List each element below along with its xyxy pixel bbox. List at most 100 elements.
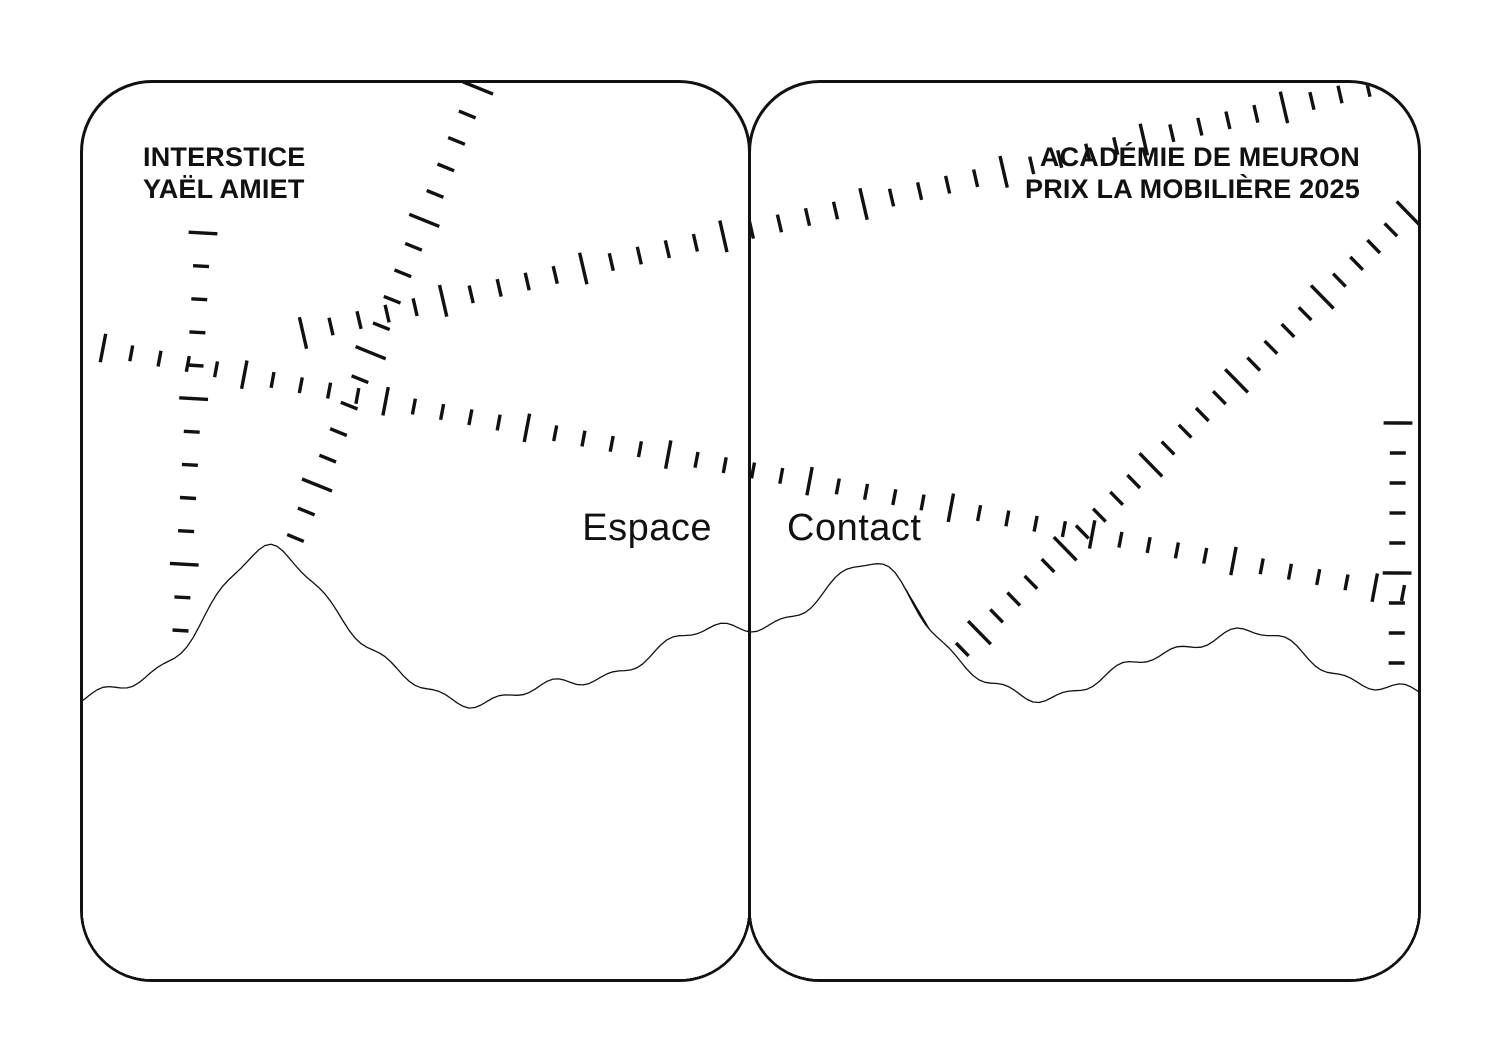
ruler-tick xyxy=(183,429,200,434)
ruler-tick xyxy=(169,561,199,567)
ruler-tick xyxy=(1168,124,1176,143)
title-line-prize: PRIX LA MOBILIÈRE 2025 xyxy=(1025,174,1360,204)
ruler-tick xyxy=(998,155,1009,188)
ruler-tick xyxy=(1258,558,1265,575)
ruler-tick xyxy=(635,246,643,265)
ruler-tick xyxy=(1060,520,1068,538)
ruler-tick xyxy=(286,533,305,543)
ruler-tick xyxy=(1112,136,1120,156)
ruler-tick xyxy=(189,330,206,335)
ruler-tick xyxy=(1370,573,1380,603)
title-line-academie: ACADÉMIE DE MEURON xyxy=(1039,142,1360,172)
ruler-tick xyxy=(1194,406,1210,423)
ruler-tick xyxy=(458,109,477,120)
ruler-tick xyxy=(966,619,993,646)
nav-espace-link[interactable]: Espace xyxy=(582,507,712,549)
ruler-tick xyxy=(437,284,449,317)
ruler-tick xyxy=(327,317,335,336)
ruler-tick xyxy=(1202,547,1209,564)
ruler-tick xyxy=(1343,574,1350,591)
ruler-tick xyxy=(1263,339,1279,355)
ruler-tick xyxy=(381,386,390,416)
contour-ridge-group xyxy=(83,543,748,979)
ruler-tick xyxy=(1040,557,1056,574)
ruler-tick xyxy=(179,495,197,501)
contour-ridge-group xyxy=(751,563,1418,979)
ruler-tick xyxy=(1280,322,1296,339)
ruler-tick xyxy=(1032,515,1039,532)
ruler-tick xyxy=(663,440,673,470)
ruler-tick xyxy=(340,400,359,411)
title-line-interstice: INTERSTICE xyxy=(143,142,306,172)
ruler-tick xyxy=(943,175,952,194)
ruler-tick xyxy=(181,462,198,467)
ruler-tick xyxy=(1028,156,1036,175)
ruler-tick xyxy=(436,162,455,173)
ruler-tick xyxy=(1395,200,1418,226)
ruler-tick xyxy=(269,371,276,389)
ruler-tick xyxy=(954,641,970,658)
ruler-tick xyxy=(975,504,983,522)
ruler-tick xyxy=(156,350,163,367)
ruler-tick xyxy=(98,333,108,363)
ruler-tick xyxy=(1399,584,1407,602)
ruler-tick xyxy=(551,265,559,285)
ruler-tick xyxy=(858,187,869,221)
ruler-tick xyxy=(1286,563,1294,580)
ruler-tick xyxy=(467,409,474,426)
ruler-tick xyxy=(212,361,220,378)
ruler-tick xyxy=(1309,284,1335,310)
ruler-tick xyxy=(1366,238,1382,255)
ruler-tick xyxy=(552,425,559,442)
ruler-tick xyxy=(1308,91,1316,111)
ruler-tick xyxy=(522,413,532,443)
ruler-tick xyxy=(523,272,531,291)
ruler-tick xyxy=(989,608,1005,624)
ruler-tick xyxy=(393,268,412,279)
ruler-tick xyxy=(891,488,898,506)
ruler-tick xyxy=(751,220,756,239)
ruler-tick xyxy=(188,230,218,236)
ruler-tick xyxy=(1315,568,1322,586)
ruler-tick xyxy=(404,241,423,252)
ruler-tick xyxy=(887,188,896,207)
left-panel-artwork xyxy=(83,83,748,979)
ruler-tick xyxy=(1173,542,1181,559)
ruler-tick xyxy=(577,252,589,285)
ruler-tick xyxy=(193,264,210,269)
ruler-tick xyxy=(803,207,812,227)
ruler-tick xyxy=(971,169,980,188)
ruler-tick xyxy=(191,297,208,302)
ruler-tick xyxy=(187,363,204,368)
ruler-tick xyxy=(350,374,369,385)
nav-contact-link[interactable]: Contact xyxy=(787,507,922,549)
ruler-tick xyxy=(1091,507,1107,523)
ruler-tick xyxy=(329,427,348,438)
contour-ridge-line xyxy=(751,563,1418,979)
ruler-tick xyxy=(1223,368,1250,394)
ruler-tick xyxy=(1331,272,1347,288)
ruler-tick xyxy=(1138,452,1164,478)
ruler-tick xyxy=(1211,390,1227,406)
ruler-tick xyxy=(718,220,729,253)
ruler-tick xyxy=(1196,117,1204,136)
ruler-tick xyxy=(1138,123,1150,156)
ruler-tick xyxy=(693,451,700,469)
ruler-tick xyxy=(239,360,249,390)
ruler-tick xyxy=(636,440,644,458)
ruler-tick xyxy=(580,430,587,447)
ruler-tick xyxy=(663,240,672,259)
left-panel-title: INTERSTICE YAËL AMIET xyxy=(143,141,306,205)
ruler-tick xyxy=(410,398,418,415)
ruler-tick xyxy=(831,201,840,220)
ruler-tick xyxy=(1160,440,1176,456)
ruler-tick xyxy=(1126,473,1142,490)
ruler-tick xyxy=(1252,104,1260,123)
ruler-tick xyxy=(297,377,304,394)
ruler-tick xyxy=(751,462,757,479)
ruler-tick xyxy=(1117,531,1124,548)
ruler-tick xyxy=(1229,546,1238,576)
ruler-tick xyxy=(354,387,361,405)
ruler-tick xyxy=(862,483,870,501)
